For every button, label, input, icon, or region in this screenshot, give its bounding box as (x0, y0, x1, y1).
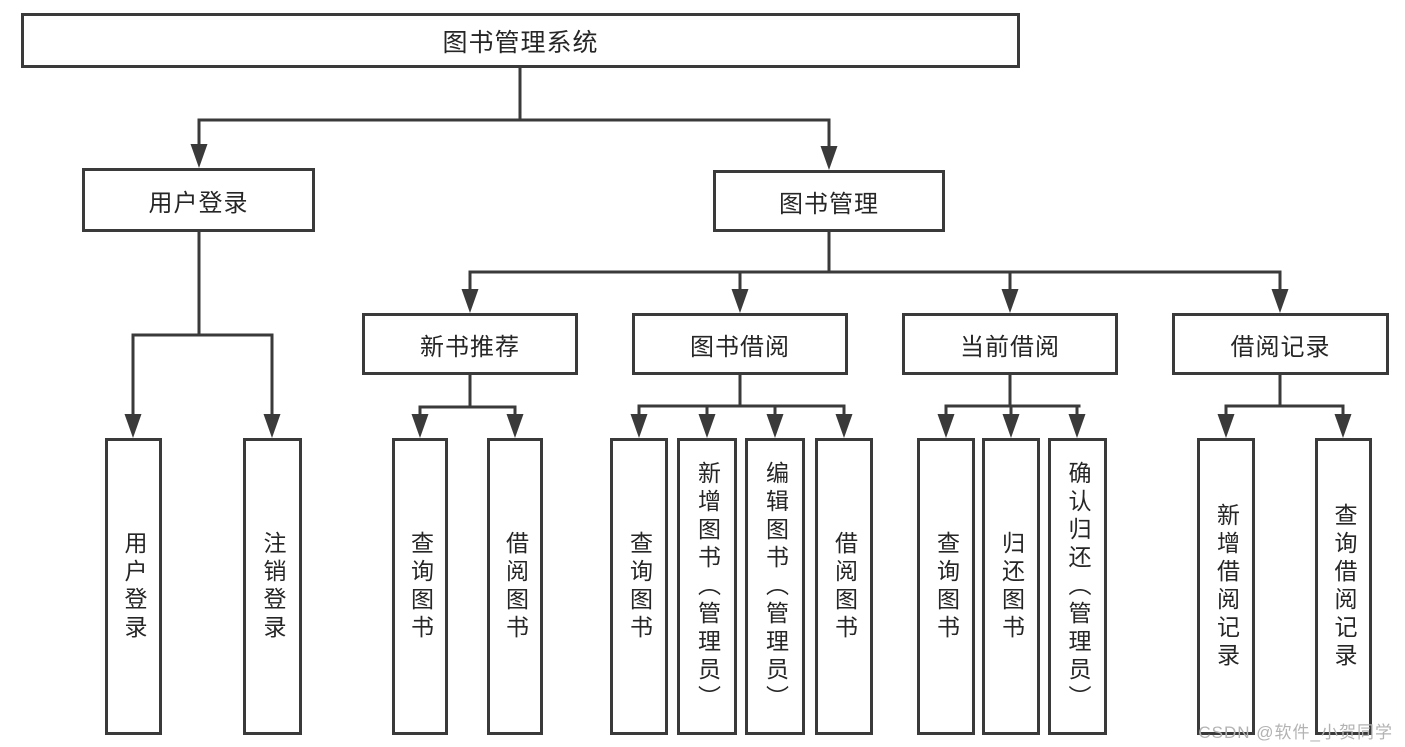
arrow-down-icon (190, 144, 208, 168)
node-label: 借阅图书 (831, 530, 858, 643)
arrow-down-icon (124, 414, 142, 438)
arrow-down-icon (630, 414, 648, 438)
csdn-watermark: CSDN @软件_小贺同学 (1198, 723, 1393, 742)
node-borrowing-records: 借阅记录 (1172, 313, 1389, 375)
node-label: 编辑图书（管理员） (762, 460, 789, 713)
arrow-down-icon (1002, 414, 1020, 438)
node-book-borrowing: 图书借阅 (632, 313, 848, 375)
arrow-down-icon (835, 414, 853, 438)
arrow-down-icon (1068, 414, 1086, 438)
node-label: 当前借阅 (960, 333, 1060, 361)
arrow-down-icon (1001, 289, 1019, 313)
node-borrow-book-recommend: 借阅图书 (487, 438, 543, 735)
node-query-book-recommend: 查询图书 (392, 438, 448, 735)
arrow-down-icon (1334, 414, 1352, 438)
node-current-borrowing: 当前借阅 (902, 313, 1118, 375)
node-user-login: 用户登录 (105, 438, 162, 735)
node-label: 注销登录 (260, 530, 286, 643)
arrow-down-icon (263, 414, 281, 438)
node-add-borrow-record: 新增借阅记录 (1197, 438, 1255, 735)
arrow-down-icon (461, 289, 479, 313)
node-label: 用户登录 (121, 530, 147, 643)
node-label: 新增图书（管理员） (694, 460, 721, 713)
node-return-book: 归还图书 (982, 438, 1040, 735)
node-label: 借阅记录 (1230, 333, 1331, 361)
node-add-book-admin: 新增图书（管理员） (677, 438, 737, 735)
node-query-book-current: 查询图书 (917, 438, 975, 735)
node-confirm-return-admin: 确认归还（管理员） (1048, 438, 1107, 735)
node-label: 用户登录 (148, 189, 249, 217)
node-label: 确认归还（管理员） (1065, 460, 1091, 713)
node-label: 归还图书 (998, 530, 1025, 643)
node-label: 查询图书 (933, 530, 960, 643)
node-label: 查询图书 (626, 530, 653, 643)
node-user-login-branch: 用户登录 (82, 168, 315, 232)
node-label: 图书借阅 (690, 333, 790, 361)
node-new-book-recommendation: 新书推荐 (362, 313, 578, 375)
node-borrow-book: 借阅图书 (815, 438, 873, 735)
node-label: 查询图书 (407, 530, 434, 643)
node-query-book-borrowing: 查询图书 (610, 438, 668, 735)
node-label: 新增借阅记录 (1213, 502, 1240, 671)
node-label: 查询借阅记录 (1331, 502, 1357, 671)
arrow-down-icon (1271, 289, 1289, 313)
node-label: 借阅图书 (502, 530, 529, 643)
arrow-down-icon (698, 414, 716, 438)
node-edit-book-admin: 编辑图书（管理员） (745, 438, 805, 735)
node-logout: 注销登录 (243, 438, 302, 735)
arrow-down-icon (411, 414, 429, 438)
node-query-borrow-record: 查询借阅记录 (1315, 438, 1372, 735)
node-label: 新书推荐 (420, 333, 520, 361)
arrow-down-icon (731, 289, 749, 313)
arrow-down-icon (820, 146, 838, 170)
arrow-down-icon (1217, 414, 1235, 438)
arrow-down-icon (937, 414, 955, 438)
arrow-down-icon (506, 414, 524, 438)
node-label: 图书管理系统 (442, 28, 599, 57)
node-book-management-branch: 图书管理 (713, 170, 945, 232)
node-root-system: 图书管理系统 (21, 13, 1020, 68)
arrow-down-icon (766, 414, 784, 438)
node-label: 图书管理 (779, 190, 879, 218)
